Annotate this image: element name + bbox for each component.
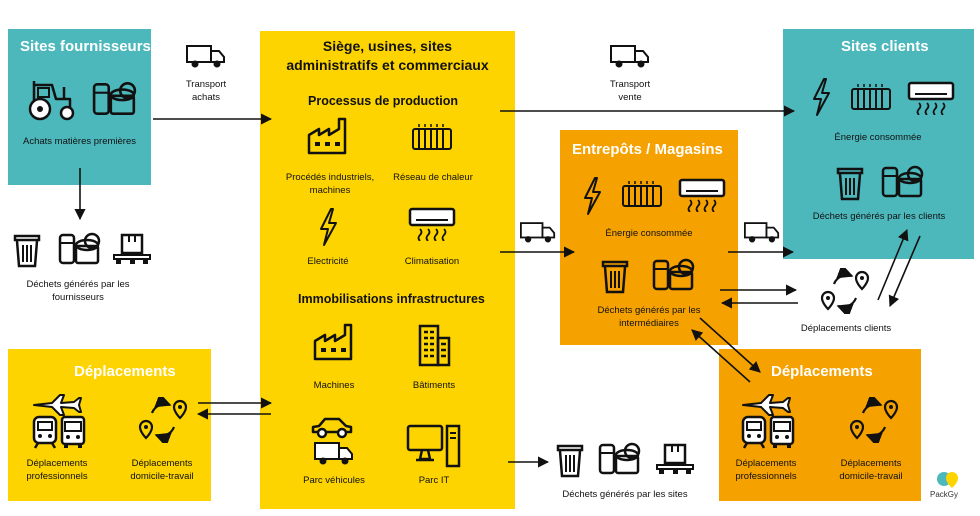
trash-icon [555,442,585,478]
travel-right-professional-label: Déplacements professionnels [735,458,797,482]
suppliers-title: Sites fournisseurs [20,38,151,55]
airplane-icon [741,393,791,417]
cans-icon [652,258,696,292]
lightning-icon [580,176,604,216]
warehouses-title: Entrepôts / Magasins [572,141,723,158]
bus-icon [769,415,795,449]
truck-icon [520,221,556,245]
clients-box: Sites clients Énergie consommée Déchets … [783,29,974,259]
factory-icon [312,321,356,361]
machines-label: Machines [313,380,355,391]
route-pin-icon [136,397,190,443]
truck-icon [186,44,226,70]
warehouses-waste-label: Déchets générés par les intermédiaires [597,305,701,329]
train-icon [32,415,58,449]
trash-icon [600,258,630,294]
cans-icon [92,81,138,117]
route-pin-icon [818,268,872,314]
it-fleet-label: Parc IT [418,475,450,486]
heat-network-label: Réseau de chaleur [393,172,473,183]
warehouses-energy-label: Énergie consommée [605,228,693,239]
travel-left-professional-label: Déplacements professionnels [26,458,88,482]
trash-icon [12,232,42,268]
clients-energy-label: Énergie consommée [834,132,922,143]
transport-purchases-label: Transport achats [185,79,227,103]
sites-waste-label: Déchets générés par les sites [562,489,688,500]
tractor-icon [22,77,78,121]
travel-left-commute-label: Déplacements domicile-travail [130,458,194,482]
route-pin-icon [847,397,901,443]
clients-travel-label: Déplacements clients [800,323,892,334]
air-conditioner-icon [408,207,456,241]
travel-left-title: Déplacements [74,363,176,380]
industrial-processes-label: Procédés industriels, machines [285,172,375,196]
warehouses-box: Entrepôts / Magasins Énergie consommée D… [560,130,738,345]
bus-icon [60,415,86,449]
pallet-box-icon [112,232,152,266]
hq-title: Siège, usines, sites administratifs et c… [286,38,489,73]
hq-box: Siège, usines, sites administratifs et c… [260,31,515,509]
travel-right-commute-label: Déplacements domicile-travail [839,458,903,482]
purchases-label: Achats matières premières [23,136,136,147]
clients-waste-label: Déchets générés par les clients [812,211,946,222]
pallet-box-icon [655,442,695,476]
air-conditioner-icon [907,81,955,115]
electricity-label: Electricité [307,256,349,267]
computer-icon [406,423,462,469]
cans-icon [58,232,102,266]
building-icon [416,323,452,367]
radiator-icon [620,180,664,210]
trash-icon [835,165,865,201]
assets-title: Immobilisations infrastructures [298,292,485,306]
travel-left-box: Déplacements Déplacements professionnels… [8,349,211,501]
airplane-icon [32,393,82,417]
suppliers-box: Sites fournisseurs Achats matières premi… [8,29,151,185]
air-conditioner-icon [678,178,726,212]
travel-right-box: Déplacements Déplacements professionnels… [719,349,921,501]
clients-title: Sites clients [841,38,929,55]
truck-icon [744,221,780,245]
production-title: Processus de production [308,94,459,108]
truck-icon [610,44,650,70]
radiator-icon [410,123,454,153]
suppliers-waste-label: Déchets générés par les fournisseurs [26,279,130,303]
vehicle-fleet-label: Parc véhicules [303,475,365,486]
cans-icon [881,165,925,199]
truck-icon [314,441,354,467]
brand-logo [934,468,964,490]
air-conditioning-label: Climatisation [404,256,460,267]
factory-icon [306,115,350,155]
train-icon [741,415,767,449]
transport-sales-label: Transport vente [609,79,651,103]
brand-name: PackGy [930,490,959,499]
lightning-icon [316,207,340,247]
car-icon [310,415,354,439]
travel-right-title: Déplacements [771,363,873,380]
radiator-icon [849,83,893,113]
lightning-icon [809,77,833,117]
cans-icon [598,442,642,476]
buildings-label: Bâtiments [412,380,456,391]
